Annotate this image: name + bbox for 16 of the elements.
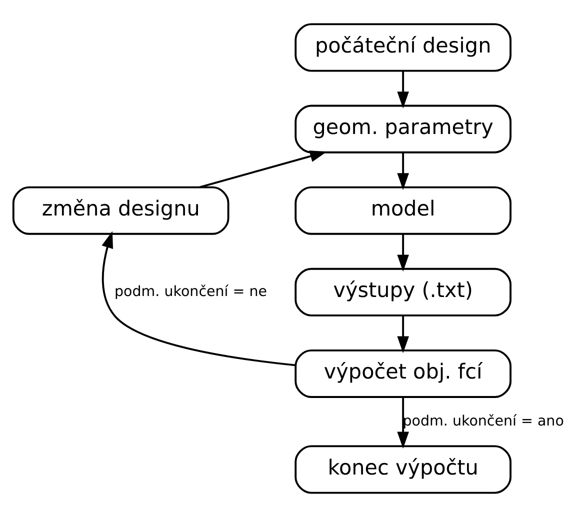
arrow [397,315,409,353]
arrow [397,396,409,448]
arrow [397,234,409,272]
arrow [397,152,409,190]
node-box: geom. parametry [294,104,512,153]
arrow [102,230,296,366]
node-box: výpočet obj. fcí [294,348,512,398]
arrow [397,70,409,108]
arrow [200,150,327,188]
node-box: konec výpočtu [294,444,512,494]
node-box: model [294,186,512,234]
node-box: výstupy (.txt) [294,267,512,316]
node-box: počáteční design [294,22,512,72]
node-box: změna designu [12,186,230,234]
edge-label: podm. ukončení = ne [114,283,268,300]
edge-label: podm. ukončení = ano [402,412,564,429]
